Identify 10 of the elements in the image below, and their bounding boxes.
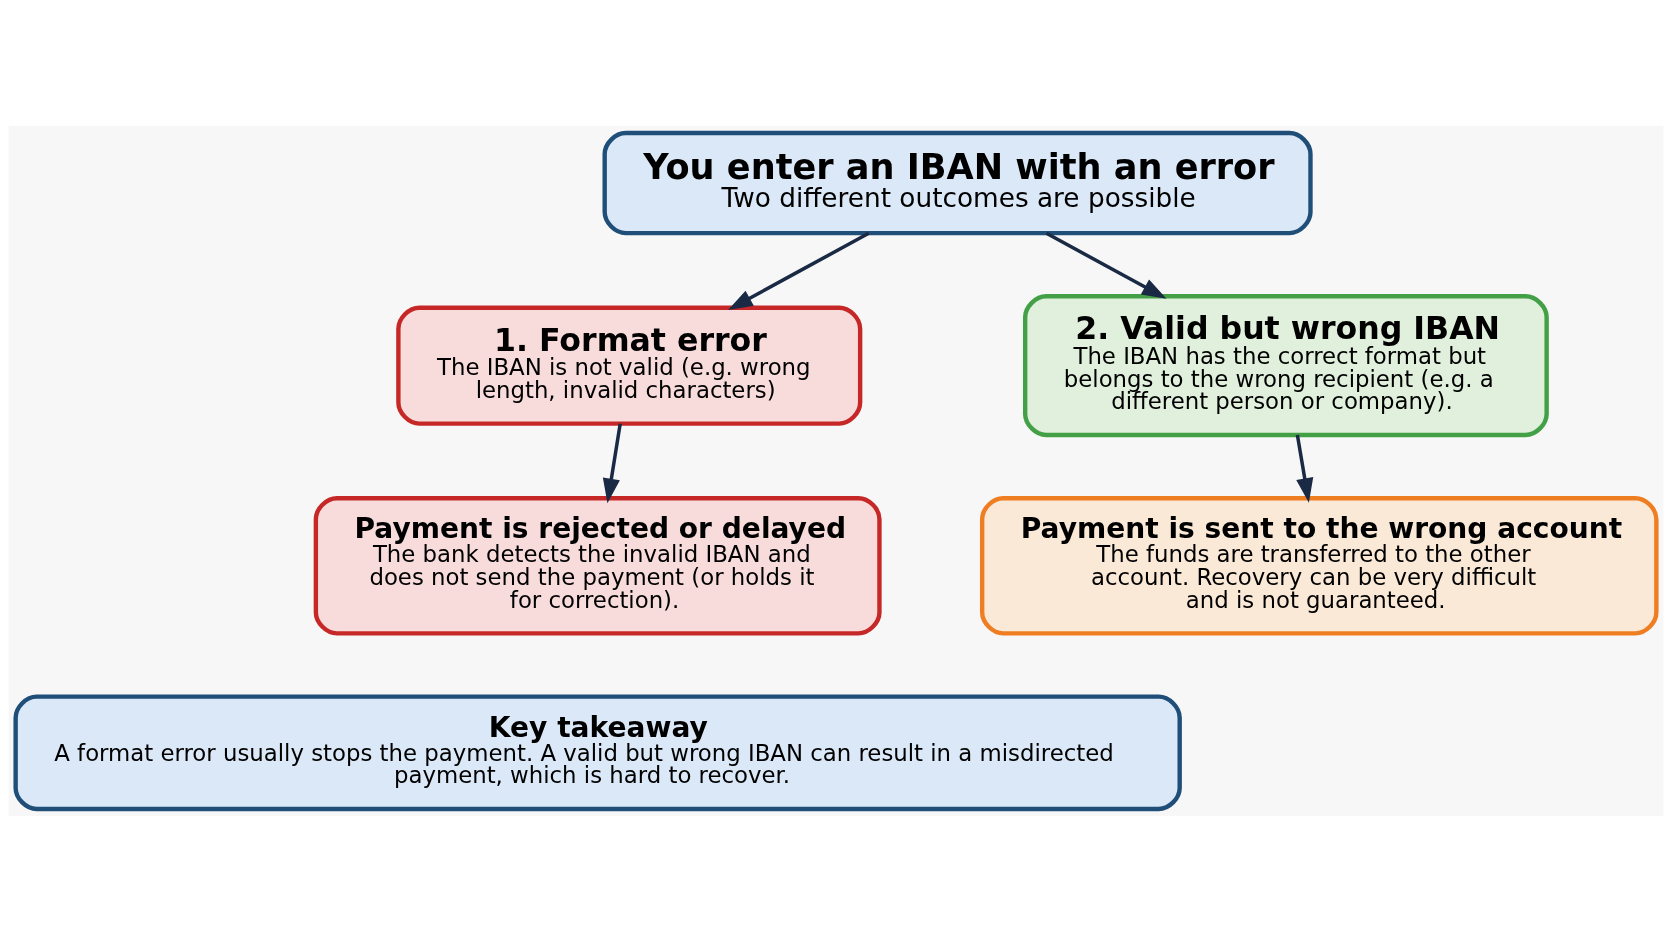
node-box: You enter an IBAN with an error Two different outcomes are possible	[602, 130, 1313, 235]
node-box: Payment is rejected or delayed The bank detects the invalid IBAN and does not send the payment (or holds it for correction).	[313, 495, 882, 636]
arrow	[602, 422, 622, 503]
node-box: Payment is sent to the wrong account The funds are transferred to the other account. Recovery can be very difficult and is not guaranteed.	[979, 495, 1659, 636]
arrow	[1045, 231, 1167, 299]
arrow	[1295, 434, 1314, 503]
node-box: Key takeaway A format error usually stops the payment. A valid but wrong IBAN can result in a misdirected payment, which is hard to recover.	[13, 693, 1182, 811]
node-box: 2. Valid but wrong IBAN The IBAN has the correct format but belongs to the wrong recipient (e.g. a different person or company).	[1023, 293, 1549, 437]
arrow	[728, 231, 870, 310]
node-box: 1. Format error The IBAN is not valid (e.g. wrong length, invalid characters)	[396, 305, 863, 426]
